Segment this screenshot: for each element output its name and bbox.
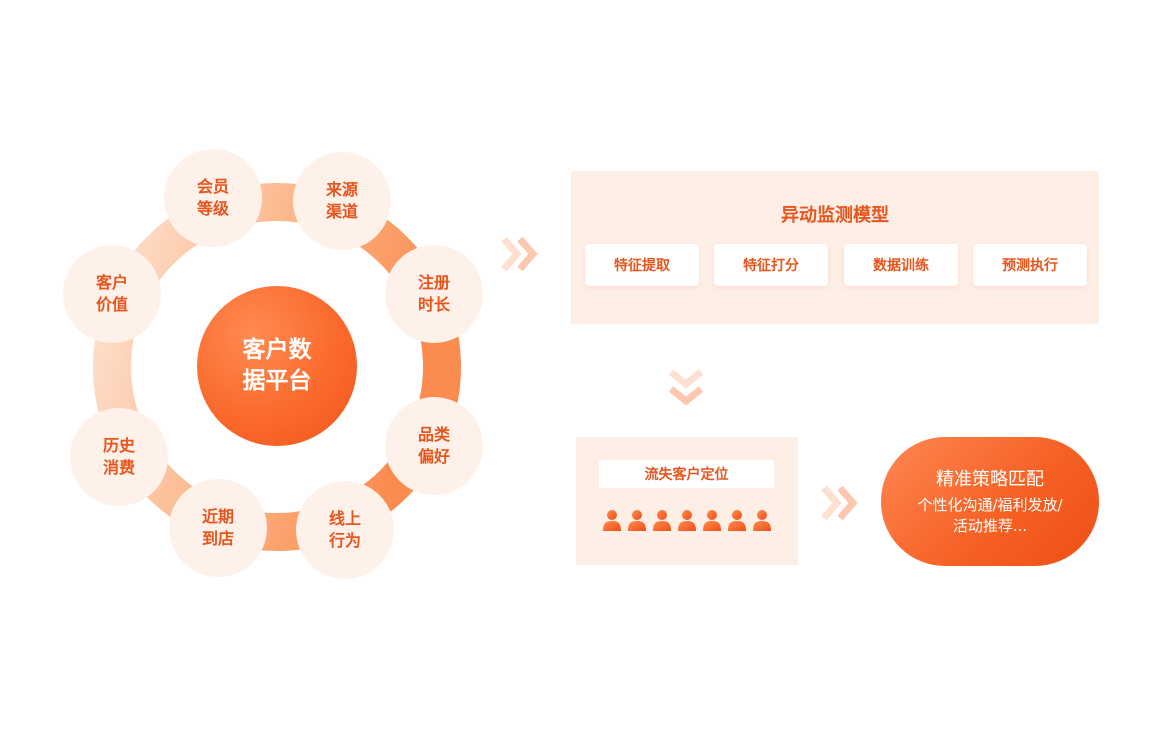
chevron-right-icon [501, 236, 538, 272]
person-icon [702, 509, 722, 531]
node-register-duration: 注册 时长 [385, 245, 483, 343]
node-history-consumption: 历史 消费 [70, 408, 168, 506]
node-source-channel: 来源 渠道 [293, 152, 391, 250]
person-icon [677, 509, 697, 531]
lost-customer-panel: 流失客户定位 [576, 437, 798, 565]
person-icon [752, 509, 772, 531]
person-icon [602, 509, 622, 531]
node-customer-value: 客户 价值 [63, 245, 161, 343]
step-feature-scoring: 特征打分 [714, 244, 828, 286]
step-feature-extraction: 特征提取 [585, 244, 699, 286]
step-data-training: 数据训练 [844, 244, 958, 286]
precise-strategy-match: 精准策略匹配 个性化沟通/福利发放/ 活动推荐... [881, 437, 1099, 566]
model-title: 异动监测模型 [781, 205, 889, 226]
node-online-behavior: 线上 行为 [296, 481, 394, 579]
strategy-description: 个性化沟通/福利发放/ 活动推荐... [917, 496, 1063, 535]
person-icon [627, 509, 647, 531]
person-icon [652, 509, 672, 531]
person-icon [727, 509, 747, 531]
lost-customer-label: 流失客户定位 [599, 460, 774, 488]
node-recent-visit: 近期 到店 [169, 479, 267, 577]
step-prediction-execution: 预测执行 [973, 244, 1087, 286]
customer-data-platform-hub: 客户数 据平台 [197, 286, 357, 446]
chevron-right-icon [821, 485, 858, 521]
strategy-title: 精准策略匹配 [936, 469, 1044, 490]
chevron-down-icon [668, 369, 704, 406]
anomaly-detection-model-panel: 异动监测模型 特征提取 特征打分 数据训练 预测执行 [571, 171, 1099, 324]
hub-label: 客户数 据平台 [242, 337, 312, 394]
node-member-level: 会员 等级 [164, 149, 262, 247]
node-category-preference: 品类 偏好 [385, 397, 483, 495]
customer-icons [602, 509, 772, 531]
